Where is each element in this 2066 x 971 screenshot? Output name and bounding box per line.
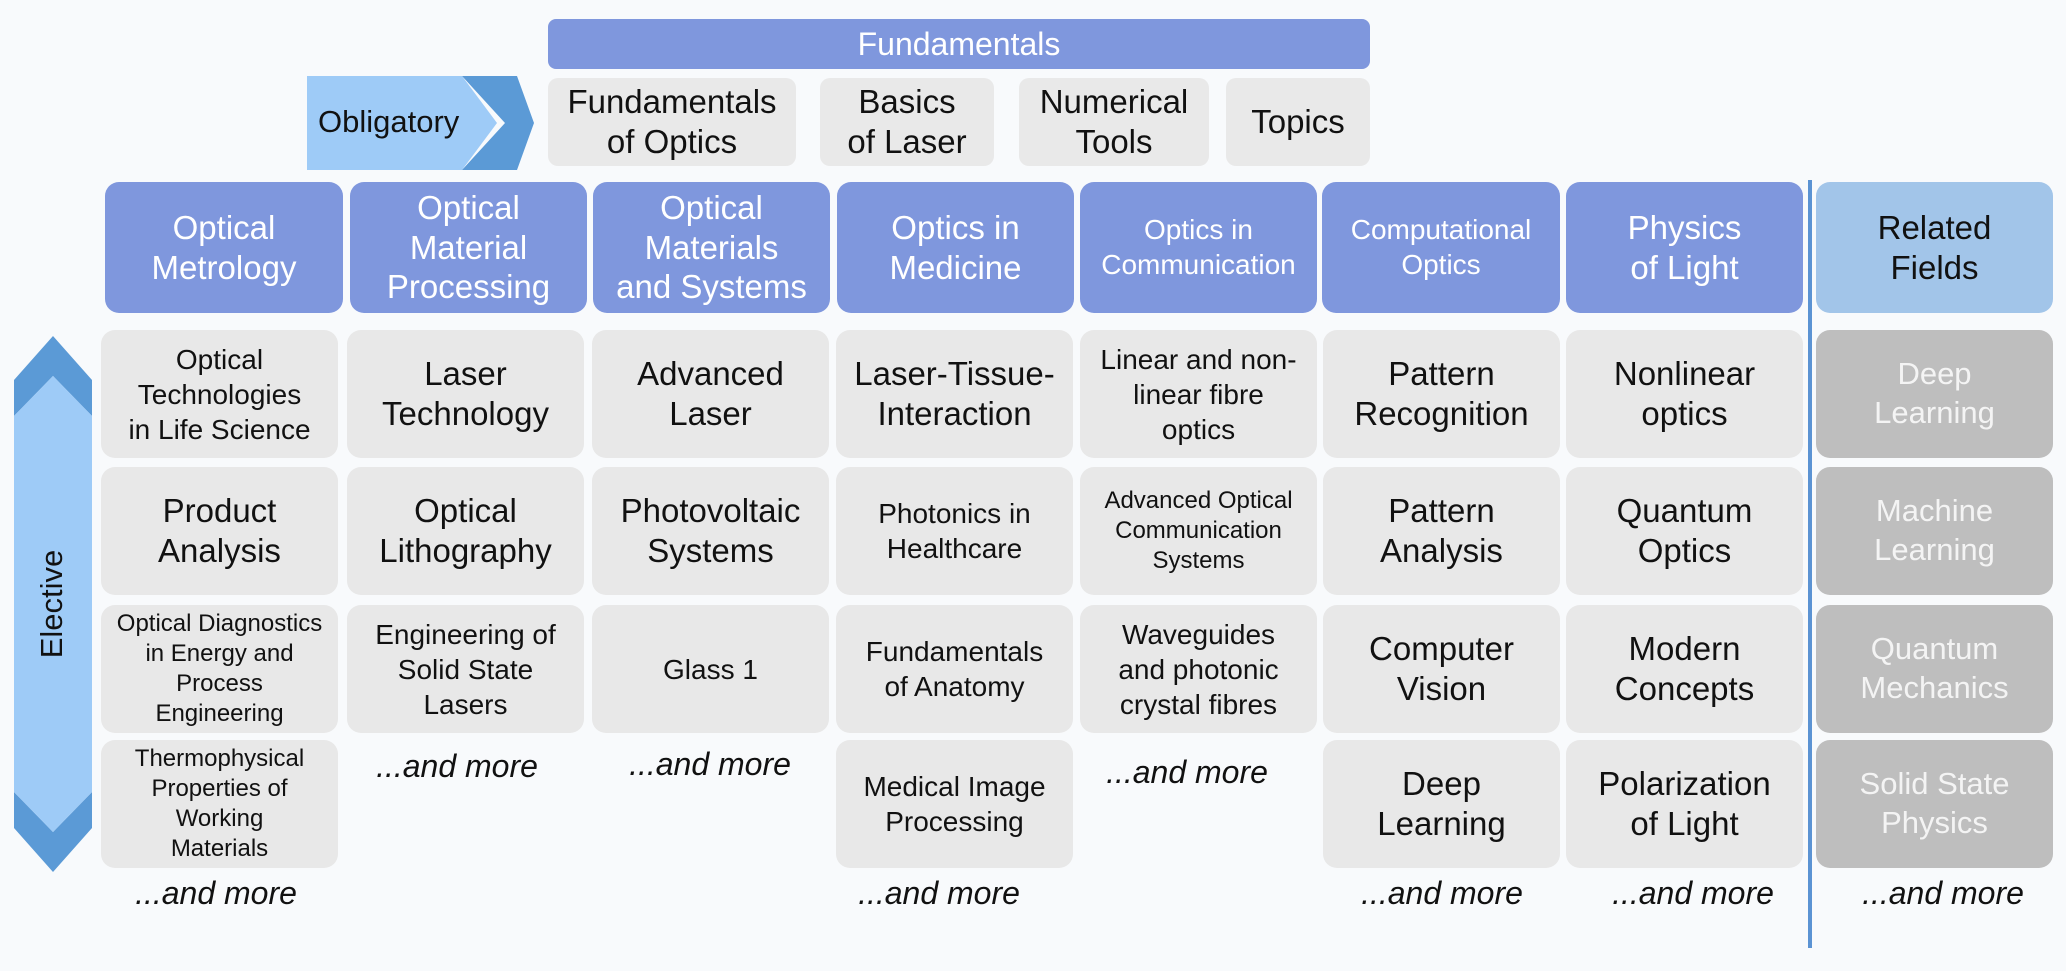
related-field-box: Deep Learning — [1816, 330, 2053, 458]
course-box: Laser Technology — [347, 330, 584, 458]
obligatory-arrow-icon — [307, 76, 534, 170]
and-more-note: ...and more — [629, 746, 791, 782]
obligatory-label: Obligatory — [318, 104, 460, 139]
and-more-note: ...and more — [1862, 875, 2024, 911]
course-box: Advanced Laser — [592, 330, 829, 458]
course-box: Pattern Recognition — [1323, 330, 1560, 458]
column-header-computational-optics: Computational Optics — [1322, 182, 1560, 313]
fundamentals-banner: Fundamentals — [548, 19, 1370, 69]
fundamentals-course: Fundamentals of Optics — [548, 78, 796, 166]
fundamentals-course: Basics of Laser — [820, 78, 994, 166]
course-box: Quantum Optics — [1566, 467, 1803, 595]
fundamentals-course: Topics — [1226, 78, 1370, 166]
course-box: Optical Technologies in Life Science — [101, 330, 338, 458]
course-box: Modern Concepts — [1566, 605, 1803, 733]
related-field-box: Machine Learning — [1816, 467, 2053, 595]
course-box: Optical Lithography — [347, 467, 584, 595]
course-box: Advanced Optical Communication Systems — [1080, 467, 1317, 595]
related-field-box: Quantum Mechanics — [1816, 605, 2053, 733]
column-header-optics-in-communication: Optics in Communication — [1080, 182, 1317, 313]
column-header-optics-in-medicine: Optics in Medicine — [837, 182, 1074, 313]
course-box: Computer Vision — [1323, 605, 1560, 733]
course-box: Glass 1 — [592, 605, 829, 733]
and-more-note: ...and more — [1361, 875, 1523, 911]
column-header-optical-materials-and-systems: Optical Materials and Systems — [593, 182, 830, 313]
elective-label: Elective — [34, 549, 69, 659]
course-box: Thermophysical Properties of Working Mat… — [101, 740, 338, 868]
course-box: Pattern Analysis — [1323, 467, 1560, 595]
column-header-optical-metrology: Optical Metrology — [105, 182, 343, 313]
course-box: Optical Diagnostics in Energy and Proces… — [101, 605, 338, 733]
course-box: Deep Learning — [1323, 740, 1560, 868]
and-more-note: ...and more — [1612, 875, 1774, 911]
course-box: Nonlinear optics — [1566, 330, 1803, 458]
related-field-box: Solid State Physics — [1816, 740, 2053, 868]
column-header-related-fields: Related Fields — [1816, 182, 2053, 313]
course-box: Medical Image Processing — [836, 740, 1073, 868]
course-box: Polarization of Light — [1566, 740, 1803, 868]
and-more-note: ...and more — [135, 875, 297, 911]
column-header-optical-material-processing: Optical Material Processing — [350, 182, 587, 313]
elective-double-arrow-icon — [14, 336, 92, 872]
course-box: Waveguides and photonic crystal fibres — [1080, 605, 1317, 733]
course-box: Laser-Tissue- Interaction — [836, 330, 1073, 458]
course-box: Linear and non- linear fibre optics — [1080, 330, 1317, 458]
fundamentals-course: Numerical Tools — [1019, 78, 1209, 166]
and-more-note: ...and more — [858, 875, 1020, 911]
and-more-note: ...and more — [1106, 754, 1268, 790]
column-header-physics-of-light: Physics of Light — [1566, 182, 1803, 313]
course-box: Photonics in Healthcare — [836, 467, 1073, 595]
course-box: Fundamentals of Anatomy — [836, 605, 1073, 733]
related-fields-divider — [1808, 180, 1812, 948]
course-box: Photovoltaic Systems — [592, 467, 829, 595]
and-more-note: ...and more — [376, 748, 538, 784]
course-box: Engineering of Solid State Lasers — [347, 605, 584, 733]
course-box: Product Analysis — [101, 467, 338, 595]
